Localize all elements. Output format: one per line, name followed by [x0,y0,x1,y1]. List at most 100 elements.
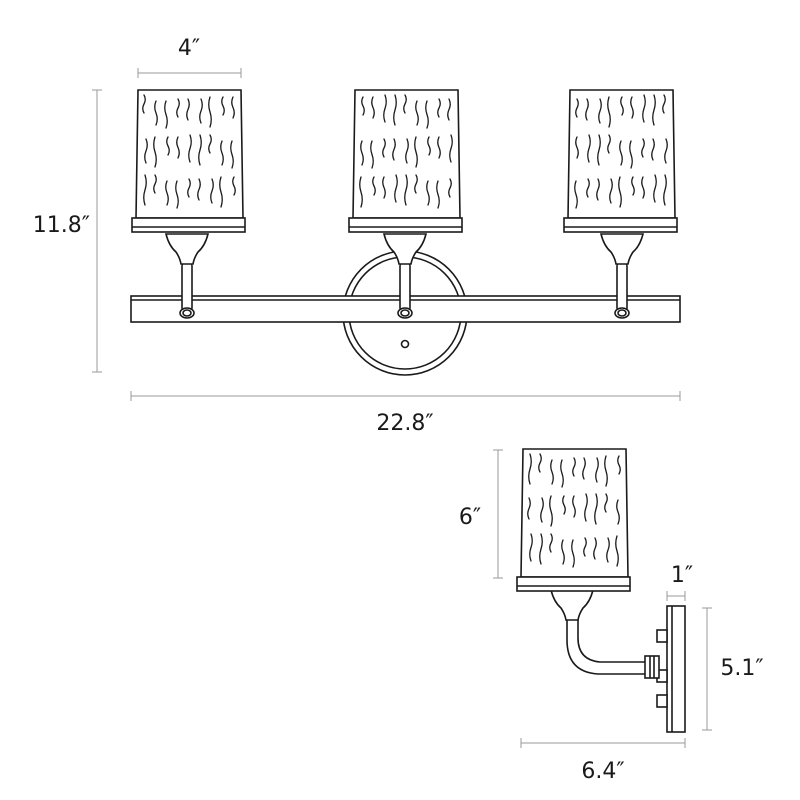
glass-rib [187,178,191,198]
glass-rib [437,136,441,159]
glass-rib [583,537,587,557]
glass-rib [617,455,621,475]
glass-rib [165,180,169,206]
glass-rib [447,98,451,121]
glass-rib [414,136,418,168]
glass-rib [394,174,398,203]
glass-rib [631,176,635,196]
glass-rib [598,98,602,124]
glass-rib [414,174,418,194]
glass-rib [382,176,386,199]
glass-rib [230,140,234,169]
glass-rib [560,459,564,488]
extension-label: 6.4″ [581,759,624,784]
side-holder [549,589,595,621]
side-arm [566,617,660,679]
glass-rib [616,499,620,525]
glass-rib [359,176,363,208]
glass-rib [231,96,235,119]
glass-rib [188,134,192,163]
glass-rib [232,176,236,196]
front-shade-left-texture [142,94,236,209]
glass-rib [664,138,668,164]
glass-rib [404,174,408,206]
glass-rib [653,174,657,203]
glass-rib [164,100,168,129]
glass-rib [449,134,453,163]
glass-rib [437,98,441,118]
glass-rib [144,138,148,164]
glass-rib [606,537,610,563]
glass-rib [539,533,543,565]
front-holder-center [382,233,428,265]
glass-rib [562,495,566,515]
overall-width-label: 22.8″ [376,411,433,436]
front-view: 4″ 11.8″ 22.8″ [33,36,681,436]
glass-rib [571,539,575,568]
glass-rib [593,537,597,560]
glass-rib [143,174,147,206]
glass-rib [582,457,586,480]
glass-rib [619,140,623,166]
overall-height-label: 11.8″ [33,213,90,238]
glass-rib [572,495,576,518]
dim-overall-width: 22.8″ [130,391,681,436]
glass-rib [641,176,645,199]
glass-rib [615,535,619,567]
glass-rib [595,457,599,483]
glass-rib [538,453,542,473]
glass-rib [361,96,365,116]
glass-rib [549,533,553,553]
glass-rib [426,180,430,206]
glass-rib [528,453,532,485]
glass-rib [607,134,611,154]
glass-rib [208,96,212,128]
glass-rib [393,94,397,126]
glass-rib [153,136,157,168]
glass-rib [550,459,554,485]
dim-backplate-depth: 1″ [666,563,693,601]
glass-rib [392,138,396,161]
glass-rib [586,178,590,198]
glass-rib [199,98,203,124]
glass-rib [197,178,201,201]
glass-rib [166,136,170,156]
glass-rib [153,174,157,194]
glass-rib [382,138,386,158]
glass-rib [221,96,225,116]
glass-rib [549,495,553,527]
backplate-height-label: 5.1″ [720,656,763,681]
glass-rib [198,134,202,166]
dim-shade-height: 6″ [459,449,503,579]
side-backplate [656,605,686,733]
dim-extension: 6.4″ [520,738,686,784]
glass-rib [642,94,646,123]
glass-rib [584,493,588,522]
backplate-depth-label: 1″ [671,563,693,588]
glass-rib [383,94,387,123]
glass-rib [662,94,666,114]
glass-rib [425,100,429,129]
front-arm-left [179,261,195,319]
glass-rib [572,457,576,477]
glass-rib [629,140,633,169]
glass-rib [604,493,608,513]
glass-rib [372,176,376,196]
front-shade-right-texture [574,94,668,209]
dim-backplate-height: 5.1″ [702,607,764,731]
glass-rib [641,138,645,158]
front-shade-right [563,89,678,233]
glass-rib [176,98,180,118]
glass-rib [175,180,179,209]
shade-height-label: 6″ [459,505,481,530]
glass-rib [154,100,158,126]
dim-overall-height: 11.8″ [33,89,102,373]
glass-rib [596,178,600,201]
glass-rib [219,176,223,208]
glass-rib [651,138,655,161]
glass-rib [561,539,565,565]
glass-rib [618,176,622,208]
glass-rib [597,134,601,166]
